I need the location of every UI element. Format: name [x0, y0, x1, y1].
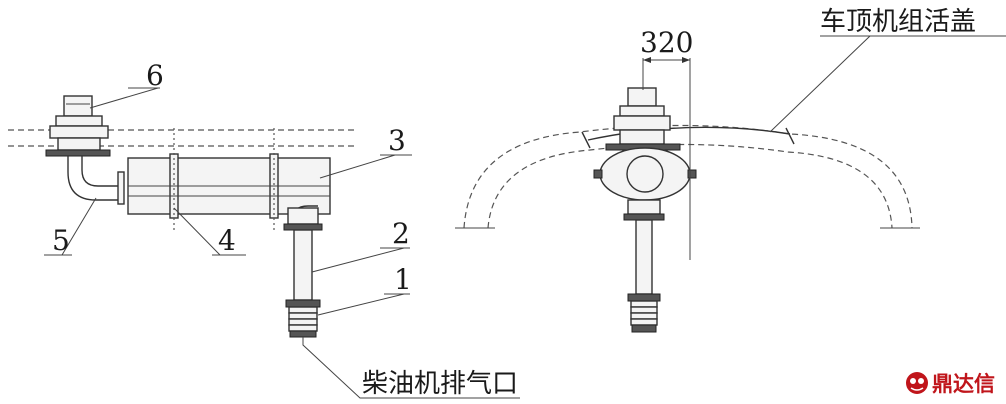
part-label-2: 2 [392, 217, 410, 250]
front-view [455, 35, 1006, 333]
part-label-1: 1 [394, 263, 412, 296]
watermark: 鼎达信 [906, 372, 995, 396]
part-label-5: 5 [52, 224, 70, 257]
dimension-320 [642, 57, 691, 260]
roof-cover-label: 车顶机组活盖 [820, 7, 976, 37]
side-view [8, 87, 520, 399]
dimension-label: 320 [640, 26, 693, 59]
roof-unit-cover [587, 126, 791, 141]
elbow-pipe [67, 156, 120, 201]
part-label-6: 6 [146, 59, 164, 92]
part-label-4: 4 [218, 224, 236, 257]
part-label-3: 3 [388, 124, 406, 157]
roof-exhaust-cap [45, 95, 111, 157]
vertical-exhaust-pipe [293, 229, 313, 301]
watermark-text: 鼎达信 [932, 372, 995, 396]
logo-icon [906, 372, 928, 394]
muffler [127, 128, 331, 230]
bellows-connector [285, 299, 321, 338]
exhaust-outlet-label: 柴油机排气口 [362, 369, 518, 399]
